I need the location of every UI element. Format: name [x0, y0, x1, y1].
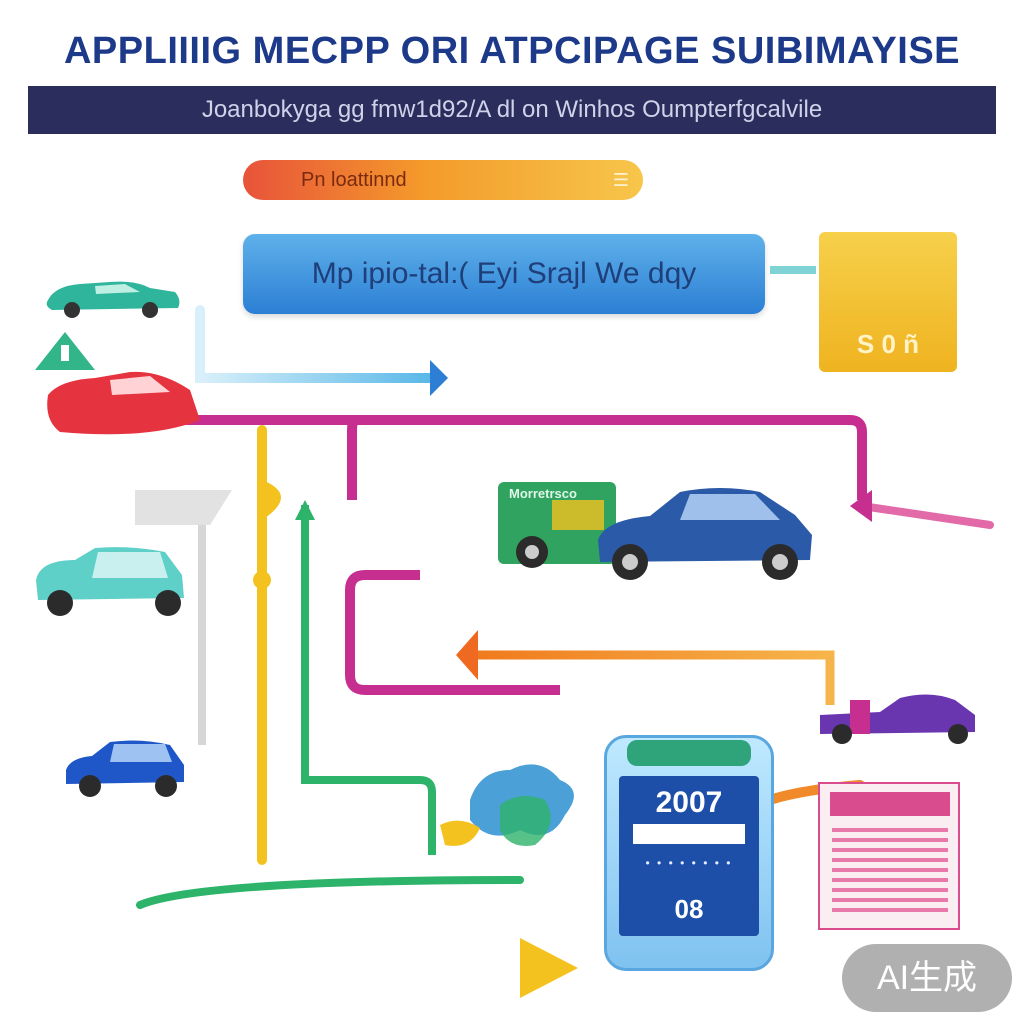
arrow-green-bottom [136, 876, 524, 909]
ai-generated-badge: AI生成 [842, 944, 1012, 1012]
yellow-card: S 0 ñ [819, 232, 957, 372]
warning-triangle-icon [35, 332, 95, 370]
arrow-head-magenta [850, 490, 872, 522]
top-banner: Pn loattinnd ☰ [243, 160, 643, 200]
device-cap [627, 740, 751, 766]
device-bar [633, 824, 745, 844]
sedan-icon [598, 488, 812, 580]
arrow-head-yellow-bottom [520, 938, 578, 998]
arrow-yellow-dot [253, 571, 271, 589]
grip-icon: ☰ [612, 170, 629, 190]
arrow-yellow-blob [262, 480, 281, 520]
device-year: 2007 [655, 786, 723, 819]
arrow-head-orange [456, 630, 478, 680]
car-blue-icon [66, 740, 184, 797]
arrow-magenta-right [858, 502, 994, 529]
yellow-card-label: S 0 ñ [856, 329, 920, 359]
splash-yellow [440, 820, 480, 846]
subtitle-bar: Joanbokyga gg fmw1d92/A dl on Winhos Oum… [28, 86, 996, 134]
truck-icon [498, 482, 616, 568]
arrow-magenta-loop [345, 570, 560, 695]
arrow-head-green [295, 500, 315, 520]
pickup-icon [820, 694, 975, 744]
arrow-head-light-blue [430, 360, 448, 396]
document-lines [832, 828, 948, 918]
device-code: 08 [674, 894, 704, 924]
arrow-green [301, 505, 436, 855]
truck-label: Morretrsco [509, 486, 577, 501]
splash-green [500, 796, 551, 846]
device-screen: 2007 • • • • • • • • 08 [619, 776, 759, 936]
arrow-magenta-drop [347, 415, 359, 500]
device-icon: 2007 • • • • • • • • 08 [604, 735, 774, 971]
document-header [830, 792, 950, 816]
document-icon [818, 782, 960, 930]
car-teal-icon [36, 547, 184, 616]
arrow-head-grey [135, 490, 232, 525]
main-process-box[interactable]: Mp ipio-tal:( Eyi Srajl We dqy [243, 234, 765, 314]
arrow-light-blue [195, 305, 435, 383]
top-banner-label: Pn loattinnd [301, 169, 407, 191]
car-red-icon [47, 371, 201, 435]
arrow-magenta-main [60, 415, 867, 500]
page-title: APPLIIIIG MECPP ORI ATPCIPAGE SUIBIMAYIS… [63, 30, 961, 72]
arrow-orange [472, 650, 835, 705]
device-dots: • • • • • • • • [645, 856, 733, 870]
car-green-icon [46, 281, 180, 318]
